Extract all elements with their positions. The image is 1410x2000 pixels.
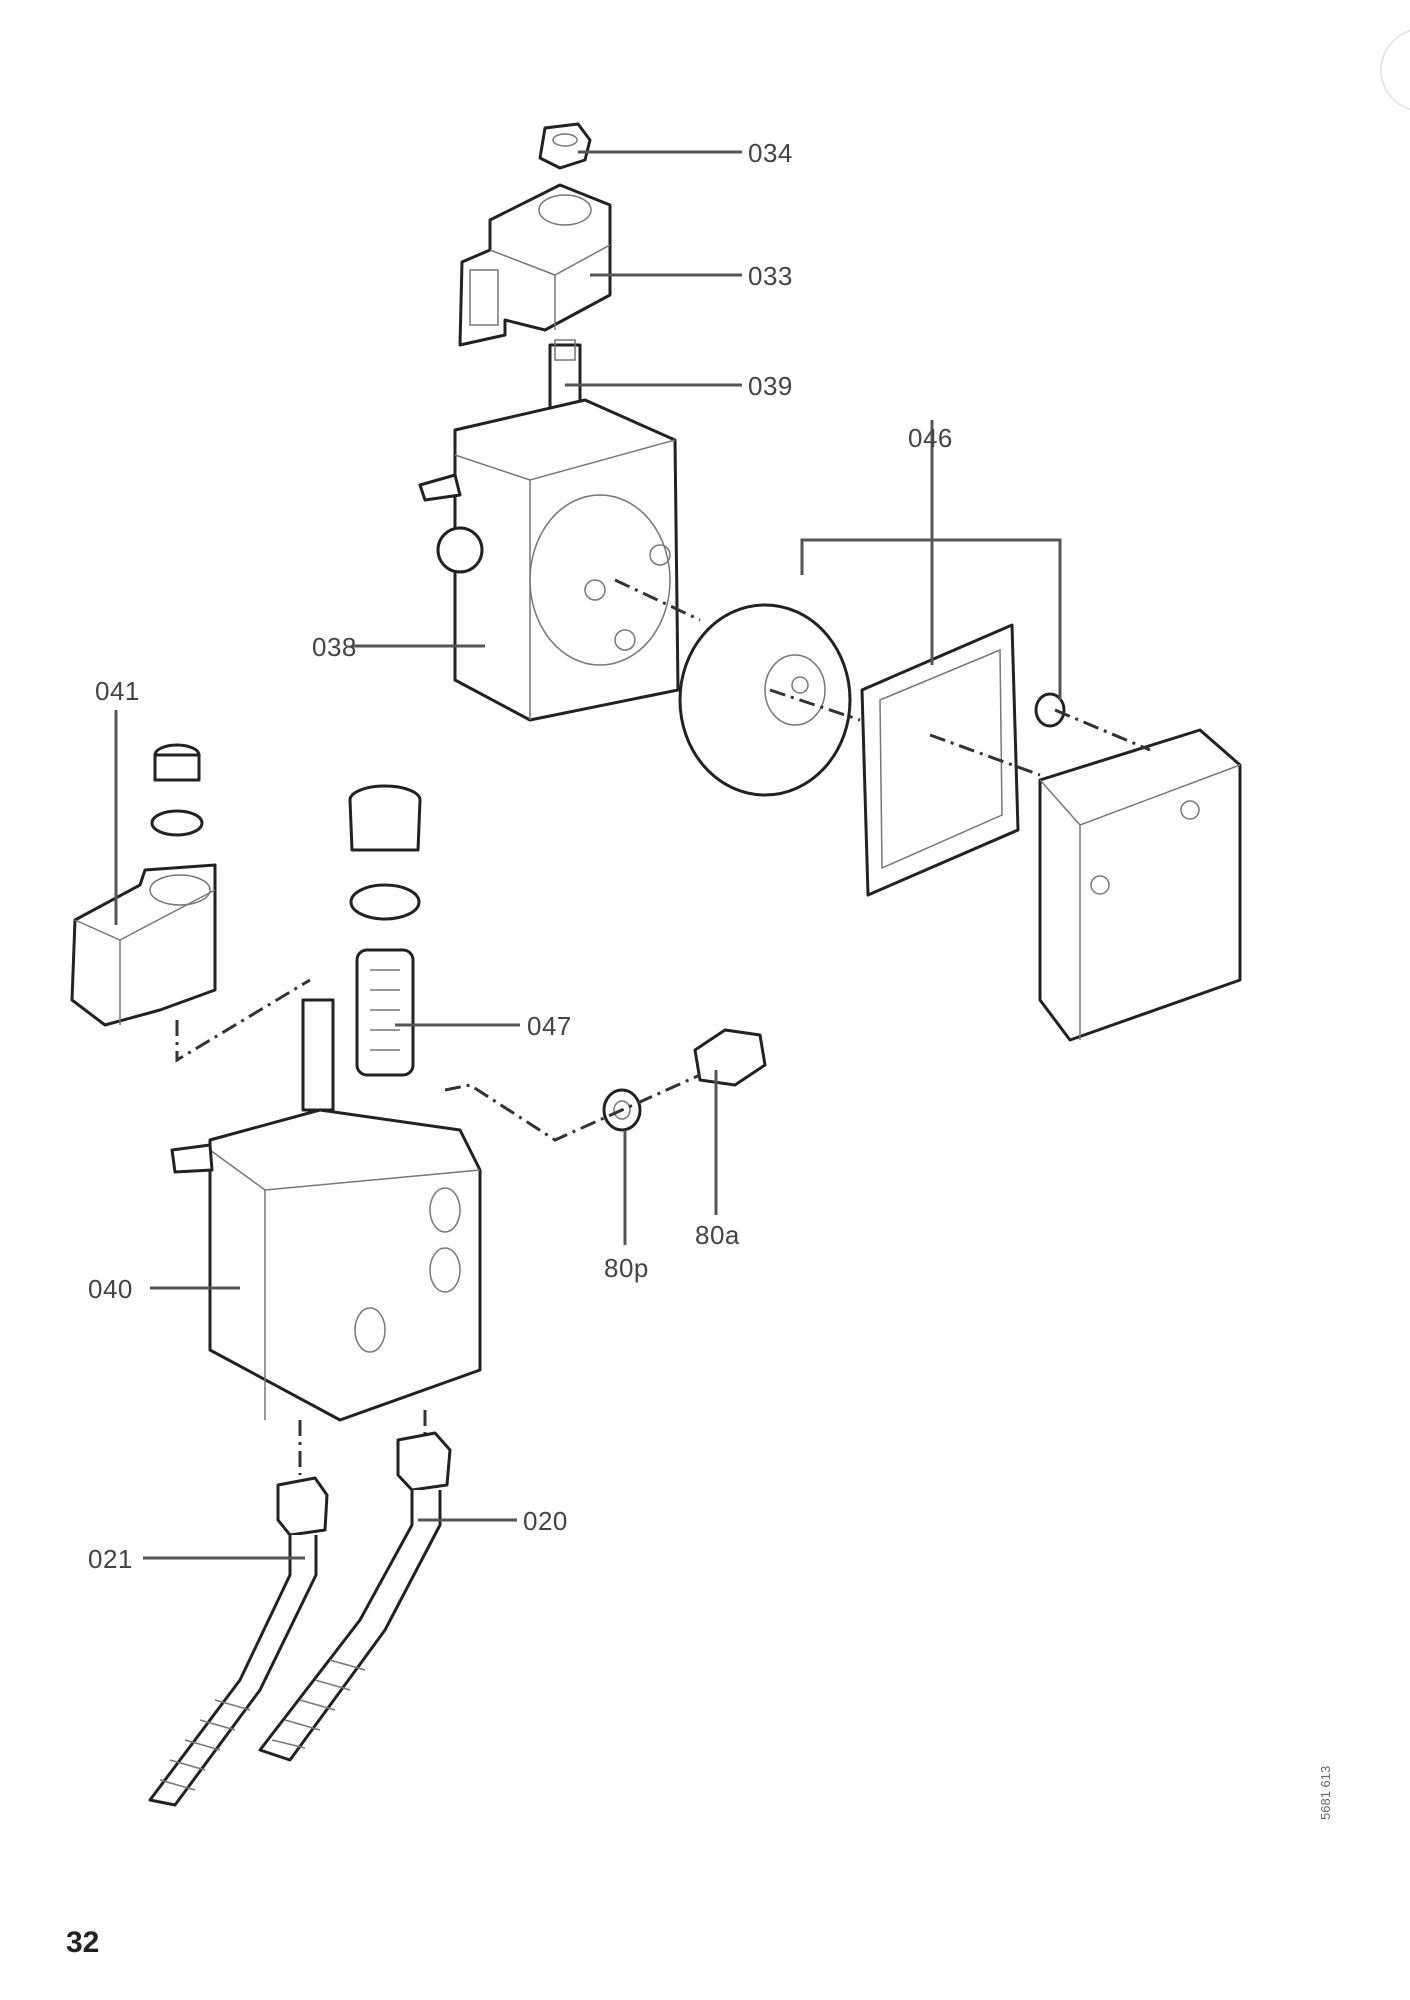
part-021-hose — [148, 1476, 329, 1807]
label-021: 021 — [88, 1544, 133, 1574]
part-040-pump — [170, 998, 482, 1422]
label-046: 046 — [908, 423, 953, 453]
assembly-axis-041 — [175, 978, 311, 1063]
assembly-axis-fitting — [444, 1073, 701, 1142]
label-047: 047 — [527, 1011, 572, 1041]
page-number: 32 — [66, 1926, 100, 1959]
part-034-nut — [538, 122, 592, 170]
part-033-coil — [458, 183, 612, 347]
label-020: 020 — [523, 1506, 568, 1536]
label-033: 033 — [748, 261, 793, 291]
label-80a: 80a — [695, 1220, 740, 1250]
part-046-gasket — [860, 623, 1020, 897]
label-034: 034 — [748, 138, 793, 168]
part-small-washer — [1034, 692, 1066, 728]
assembly-axis-rotor — [614, 578, 701, 622]
label-041: 041 — [95, 676, 140, 706]
part-041-coil — [70, 743, 217, 1027]
part-038-pump — [418, 398, 680, 722]
part-047-filter — [348, 784, 422, 1077]
drawing-reference-number: 5681 613 — [1318, 1765, 1333, 1820]
label-039: 039 — [748, 371, 793, 401]
part-020-hose — [258, 1431, 452, 1762]
part-rotor-cover — [678, 603, 852, 797]
assembly-axis-lines — [769, 688, 1151, 777]
label-038: 038 — [312, 632, 357, 662]
part-pump-cover — [1038, 728, 1242, 1042]
label-80p: 80p — [604, 1253, 649, 1283]
leader-046 — [800, 420, 1062, 700]
part-80a-fitting — [693, 1028, 767, 1087]
label-040: 040 — [88, 1274, 133, 1304]
